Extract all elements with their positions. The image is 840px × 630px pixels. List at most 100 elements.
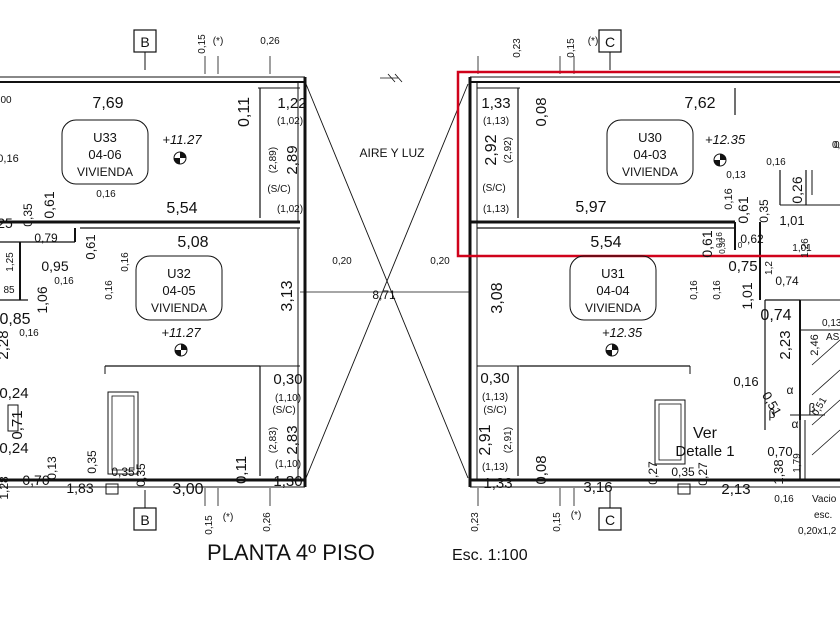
- dimension-e51: 0,23: [470, 512, 481, 532]
- svg-text:U33: U33: [93, 130, 117, 145]
- dimension-d32: 3,13: [279, 280, 296, 311]
- dimension-d53: 0,35: [134, 463, 148, 487]
- dimension-d54: 1,83: [66, 480, 93, 496]
- unit-label-u33: U33 04-06 VIVIENDA +11.27: [61, 119, 202, 185]
- dimension-d34: 0,85: [0, 311, 31, 328]
- dimension-e41: 0,35: [671, 465, 695, 479]
- dimension-d27: 85: [3, 285, 15, 296]
- callout-as_partial: AS: [826, 332, 840, 343]
- dimension-d02: (*): [213, 36, 224, 47]
- svg-text:+11.27: +11.27: [161, 325, 201, 340]
- dimension-e38: 0,08: [533, 455, 550, 484]
- dimension-d23: 5,08: [177, 234, 208, 251]
- dimension-e43: 2,13: [721, 481, 750, 498]
- walls-right-building: [468, 76, 840, 495]
- dimension-e59: 0,30: [718, 238, 727, 254]
- dimension-d10: 1,22: [277, 95, 306, 112]
- dimension-e13: 0,26: [789, 176, 805, 203]
- callout-vacio1: Vacio: [812, 494, 837, 505]
- dimension-e29: 2,23: [777, 330, 794, 359]
- dimension-e07: 0,08: [533, 97, 550, 126]
- dimension-d47: 0,11: [233, 456, 250, 484]
- dimension-e57: 1,2: [764, 261, 775, 275]
- dimension-d21: 25: [0, 215, 13, 231]
- callout-detalle: Detalle 1: [675, 443, 734, 460]
- svg-text:+12.35: +12.35: [705, 132, 746, 147]
- dimension-d49: 0,70: [22, 472, 49, 488]
- dimension-e03: 2,92: [483, 134, 500, 165]
- dimension-labels: 0,15 (*) 0,26 0,23 0,15 (*) 00 7,69 0,11 1,22 (1,0…: [0, 34, 840, 535]
- dimension-e05: (S/C): [482, 183, 505, 194]
- callout-vacio3: 0,20x1,2: [798, 526, 837, 537]
- dimension-d58: 0,26: [262, 512, 273, 532]
- walls-left-building: [0, 76, 307, 495]
- dimension-e09: 0,16: [832, 140, 840, 151]
- light-well-label: AIRE Y LUZ: [360, 146, 425, 160]
- dimension-d13: (2,89): [268, 147, 279, 173]
- svg-text:VIVIENDA: VIVIENDA: [151, 301, 207, 315]
- dimension-e32: (1,13): [482, 392, 508, 403]
- dimension-d41: (1,10): [275, 393, 301, 404]
- callout-vacio2: esc.: [814, 510, 832, 521]
- svg-text:04-05: 04-05: [162, 283, 195, 298]
- dimension-d24: 1,25: [5, 252, 16, 272]
- section-label-b-top: B: [140, 34, 149, 50]
- unit-label-u30: U30 04-03 VIVIENDA +12.35: [606, 119, 746, 185]
- dimension-d44: (2,83): [268, 427, 279, 453]
- dimension-e25: 0,75: [728, 258, 757, 275]
- svg-text:04-04: 04-04: [596, 283, 629, 298]
- dimension-d08: 7,69: [92, 95, 123, 112]
- dimension-e54: 0,16: [712, 280, 723, 300]
- dimension-d01: 0,15: [197, 34, 208, 54]
- dimension-d09: 0,11: [236, 97, 253, 127]
- dimension-e31: 0,30: [480, 370, 509, 387]
- svg-text:+12.35: +12.35: [602, 325, 643, 340]
- dimension-d31: 0,16: [120, 252, 131, 272]
- svg-text:04-06: 04-06: [88, 147, 121, 162]
- dimension-e27: 1,01: [739, 282, 755, 309]
- dimension-e52: 0,15: [552, 512, 563, 532]
- section-label-b-bottom: B: [140, 512, 149, 528]
- dimension-d29: 0,61: [83, 234, 98, 259]
- dimension-d38: 0,71: [9, 410, 26, 439]
- svg-text:U32: U32: [167, 266, 191, 281]
- dimension-e24: 3,08: [489, 282, 506, 313]
- callout-ver: Ver: [693, 425, 718, 442]
- dimension-e42: 0,27: [696, 462, 710, 486]
- dimension-d57: (*): [223, 512, 234, 523]
- dimension-e60: 0: [738, 241, 743, 250]
- light-well-width: 8,71: [372, 288, 396, 302]
- dimension-d03: 0,26: [260, 36, 280, 47]
- svg-text:+11.27: +11.27: [162, 132, 202, 147]
- dimension-d52: 0,35: [111, 465, 135, 479]
- light-well-cross: [305, 83, 469, 479]
- dimension-e61: 0,16: [834, 140, 840, 151]
- dimension-e22: 0,20: [430, 256, 450, 267]
- svg-text:VIVIENDA: VIVIENDA: [622, 165, 678, 179]
- dimension-e19: 0,62: [740, 232, 764, 246]
- dimension-d42: (S/C): [272, 405, 295, 416]
- svg-text:U31: U31: [601, 266, 625, 281]
- dimension-e10: 0,16: [766, 157, 786, 168]
- dimension-d12: 2,89: [284, 145, 301, 174]
- dimension-d11: (1,02): [277, 116, 303, 127]
- dimension-d19: 0,61: [41, 191, 57, 218]
- dimension-e12: 0,16: [723, 188, 735, 209]
- svg-text:U30: U30: [638, 130, 662, 145]
- dimension-d56: 0,15: [204, 515, 215, 535]
- dimension-d37: 0,24: [0, 385, 29, 402]
- dimension-e56: 0,16: [689, 280, 700, 300]
- dimension-d28: 1,06: [34, 286, 50, 313]
- dimension-d36: 2,28: [0, 330, 12, 359]
- dimension-e53: (*): [571, 510, 582, 521]
- dimension-e37: 1,33: [483, 475, 512, 492]
- dimension-d06: (*): [588, 36, 599, 47]
- dimension-d05: 0,15: [566, 38, 577, 58]
- dimension-d50: 0,13: [45, 456, 59, 480]
- callout-alpha2: α: [792, 417, 799, 431]
- dimension-d07: 00: [0, 95, 12, 106]
- dimension-d40: 0,30: [273, 371, 302, 388]
